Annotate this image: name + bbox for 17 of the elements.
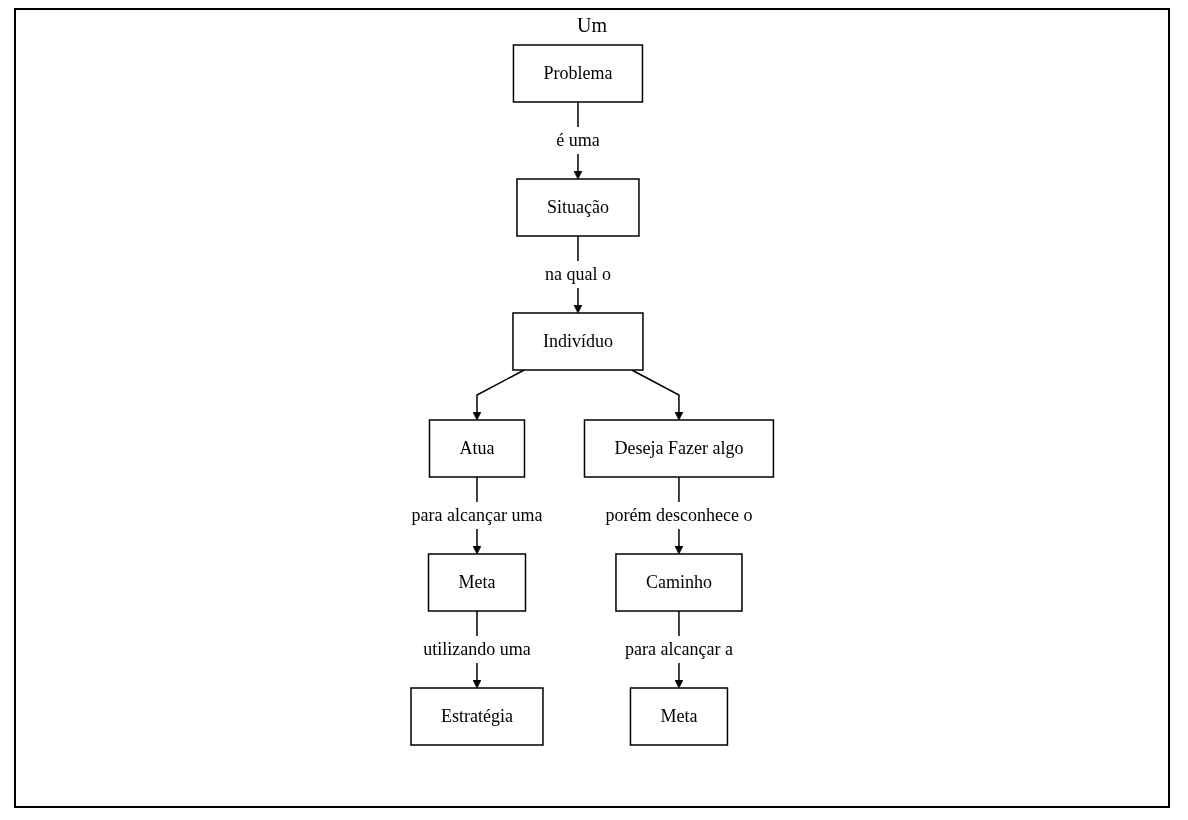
arrow (472, 369, 525, 421)
edge-label: para alcançar a (624, 639, 733, 659)
note-text: Um (577, 14, 607, 37)
node-box: Meta (629, 687, 728, 746)
edge-label: para alcançar uma (411, 505, 543, 525)
node-box: Indivíduo (512, 312, 644, 371)
edge-label: na qual o (544, 264, 611, 284)
node-box: Meta (427, 553, 526, 612)
node-box: Deseja Fazer algo (583, 419, 774, 478)
node-box: Caminho (615, 553, 743, 612)
node-box: Atua (428, 419, 525, 478)
node-box: Situação (516, 178, 640, 237)
edge-label: é uma (556, 130, 600, 150)
edge-label: porém desconhece o (605, 505, 753, 525)
node-box: Estratégia (410, 687, 544, 746)
node-box: Problema (512, 44, 643, 103)
edge-label: utilizando uma (423, 639, 531, 659)
